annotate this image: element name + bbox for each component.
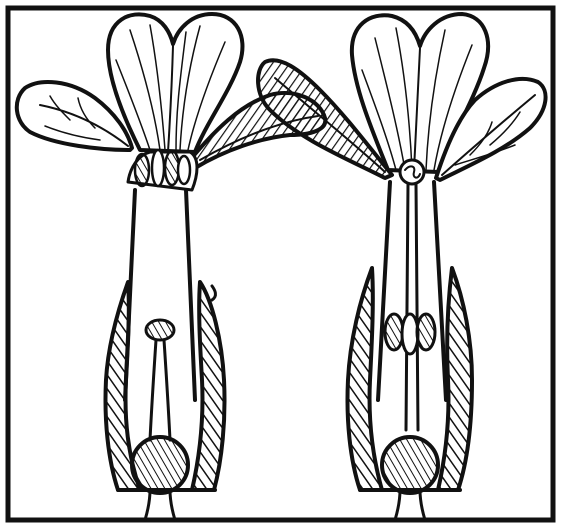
- flower-right-icon: [258, 14, 546, 520]
